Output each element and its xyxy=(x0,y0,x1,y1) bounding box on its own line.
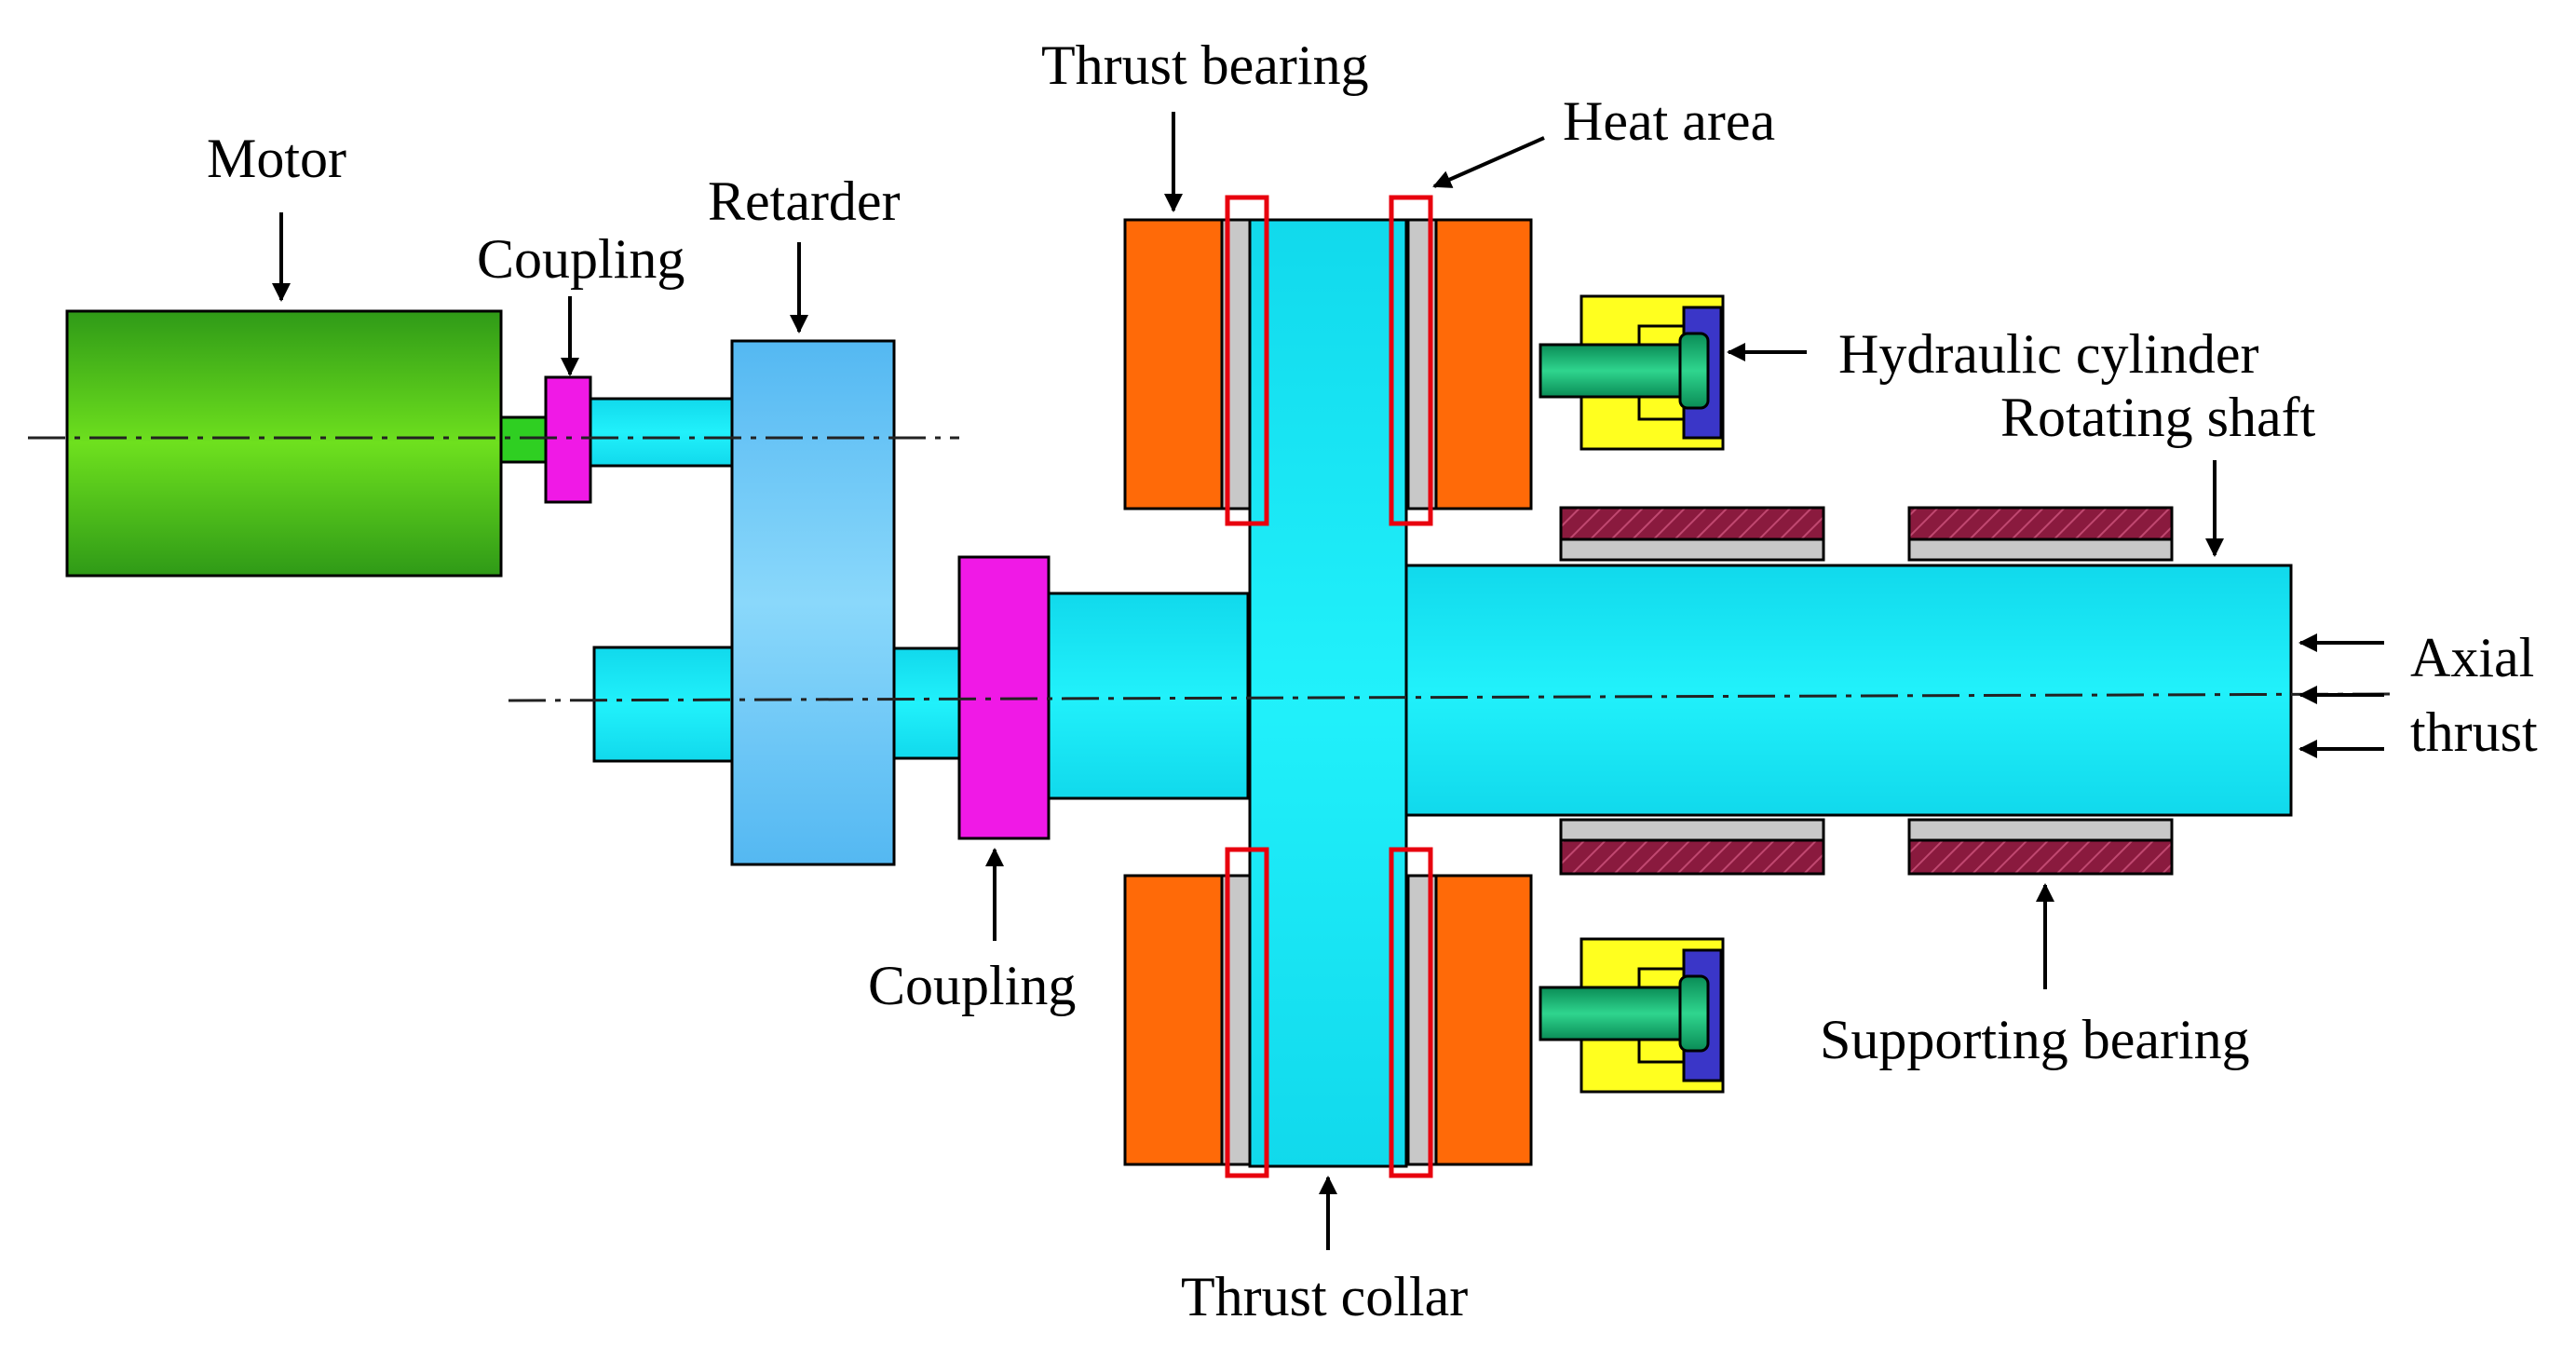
hydraulic-cylinder-top xyxy=(1539,294,1725,451)
hydraulic-cylinder-bottom xyxy=(1539,937,1725,1094)
thrust-bearing-bottom xyxy=(1123,874,1533,1166)
retarder-input-shaft xyxy=(589,397,734,468)
rotating-shaft xyxy=(1404,564,2293,817)
leader-arrows xyxy=(272,112,2224,1250)
label-coupling-top: Coupling xyxy=(477,228,685,290)
label-supporting-bearing: Supporting bearing xyxy=(1820,1009,2250,1070)
thrust-collar xyxy=(1248,218,1408,1168)
label-thrust-collar: Thrust collar xyxy=(1181,1266,1468,1327)
label-hydraulic-cylinder: Hydraulic cylinder xyxy=(1838,323,2259,385)
label-rotating-shaft: Rotating shaft xyxy=(2000,387,2316,448)
intermediate-shaft xyxy=(1047,592,1250,800)
label-motor: Motor xyxy=(207,128,346,189)
heat-area-markers xyxy=(1225,195,1433,1178)
coupling-top xyxy=(544,375,592,504)
label-retarder: Retarder xyxy=(708,170,901,232)
thrust-bearing-top xyxy=(1123,218,1533,510)
label-thrust-bearing: Thrust bearing xyxy=(1041,34,1369,96)
label-thrust: thrust xyxy=(2410,701,2538,763)
supporting-bearing-bottom xyxy=(1559,818,2174,876)
retarder xyxy=(730,339,896,866)
label-axial: Axial xyxy=(2410,627,2534,688)
label-heat-area: Heat area xyxy=(1563,90,1775,152)
centerline-lower xyxy=(508,692,2394,702)
retarder-stub-shaft xyxy=(592,646,734,763)
motor xyxy=(65,309,548,578)
axial-thrust-arrows xyxy=(2298,633,2384,758)
label-coupling-bottom: Coupling xyxy=(868,955,1076,1016)
supporting-bearing-top xyxy=(1559,506,2174,562)
retarder-output-shaft xyxy=(892,646,961,760)
